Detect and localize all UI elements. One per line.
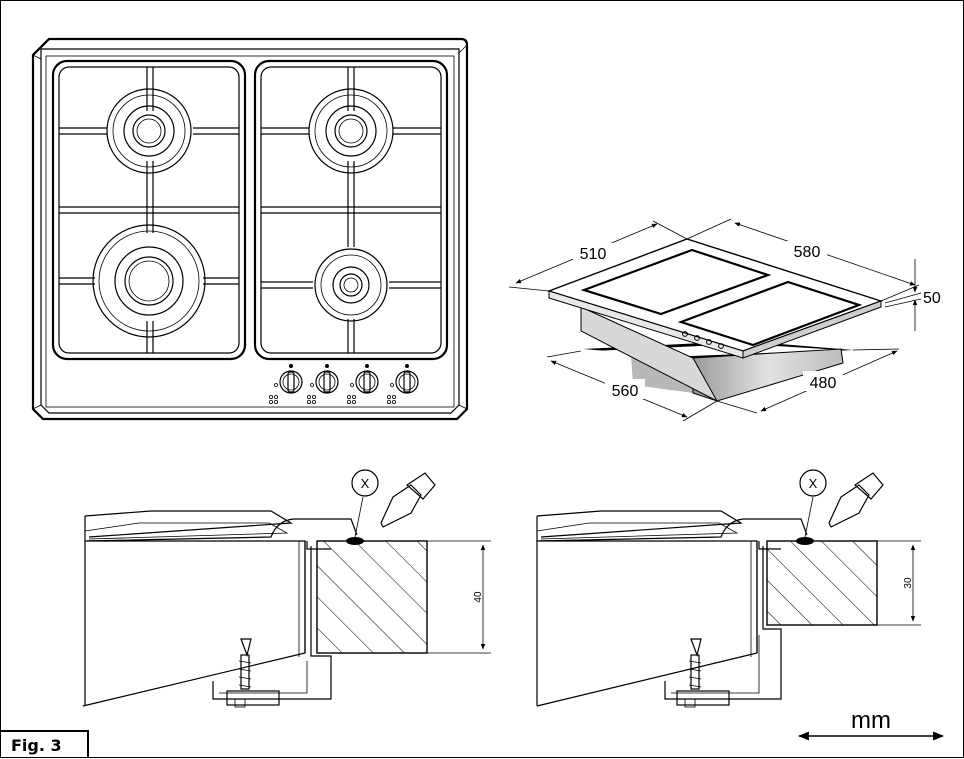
burner-rear-right bbox=[308, 88, 394, 174]
seal-label-left: X bbox=[361, 476, 370, 491]
sealant-tool-icon bbox=[380, 472, 436, 528]
pan-support-right bbox=[253, 59, 449, 361]
cross-section-left: X 40 bbox=[82, 469, 491, 708]
units-indicator: mm bbox=[797, 707, 945, 741]
dimension-580: 580 bbox=[794, 244, 821, 261]
dimension-510: 510 bbox=[580, 246, 607, 263]
burner-front-right bbox=[314, 248, 388, 322]
dimension-560: 560 bbox=[612, 383, 639, 400]
control-knob-2 bbox=[309, 363, 339, 394]
hob-top-view bbox=[31, 37, 469, 421]
sealant-tool-icon bbox=[828, 472, 884, 528]
seal-label-right: X bbox=[809, 476, 818, 491]
units-label: mm bbox=[851, 707, 891, 734]
burner-rear-left bbox=[106, 88, 192, 174]
control-knobs bbox=[268, 363, 419, 404]
seal-marker-left bbox=[351, 469, 379, 497]
burner-front-left bbox=[92, 224, 206, 338]
touch-control-dots bbox=[682, 331, 724, 349]
thickness-label-right: 30 bbox=[903, 577, 914, 589]
control-knob-4 bbox=[389, 363, 419, 394]
thickness-label-left: 40 bbox=[473, 591, 484, 603]
control-knob-3 bbox=[349, 363, 379, 394]
seal-marker-right bbox=[799, 469, 827, 497]
cross-section-right: X 30 bbox=[536, 469, 921, 708]
dimension-50: 50 bbox=[923, 290, 941, 307]
dimension-480: 480 bbox=[810, 375, 837, 392]
figure-label: Fig. 3 bbox=[1, 730, 89, 757]
control-knob-1 bbox=[273, 363, 303, 394]
hob-installation-isometric: 510 580 50 560 480 bbox=[508, 218, 941, 422]
